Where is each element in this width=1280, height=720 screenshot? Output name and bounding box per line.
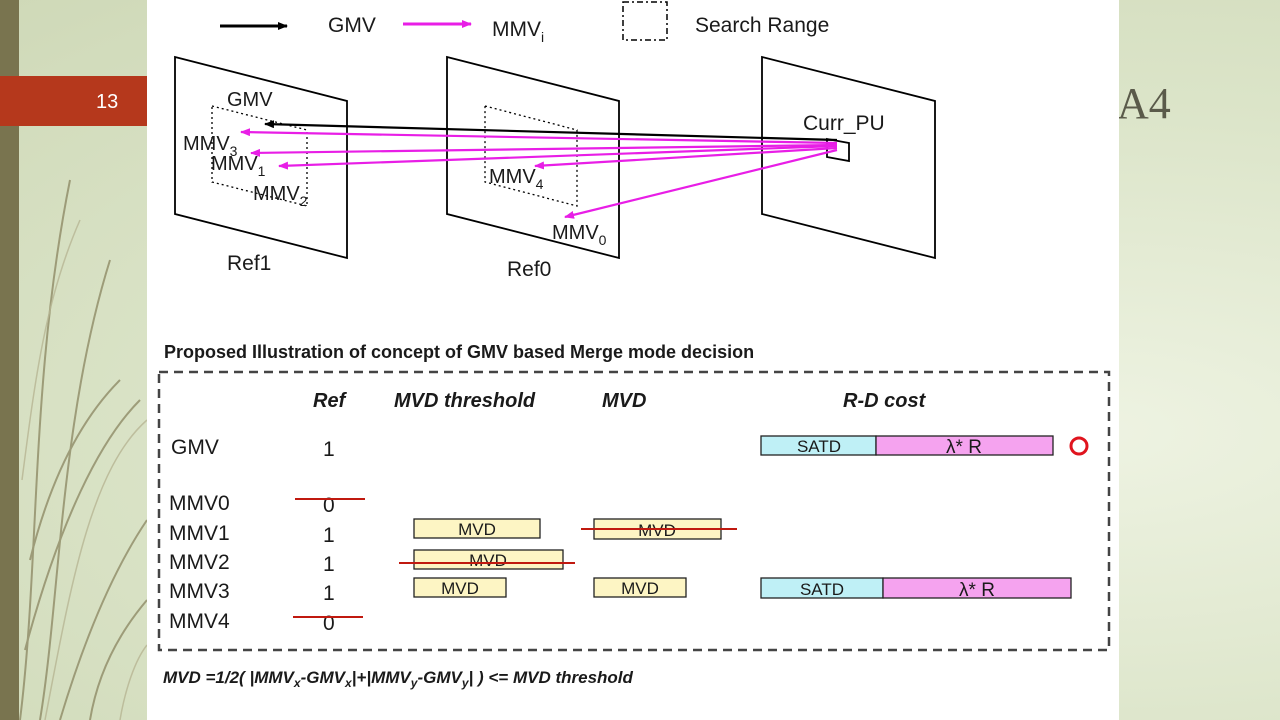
- legend-search-range-label: Search Range: [695, 14, 829, 37]
- legend-search-range-box: [622, 1, 668, 41]
- frame-ref1-label: Ref1: [227, 252, 271, 275]
- mmv0-arrow: [564, 148, 838, 219]
- rd-lambda-gmv: [875, 435, 1054, 456]
- threshold-box-mmv3: [413, 577, 507, 598]
- mmv3-arrow: [240, 128, 838, 145]
- gmv-arrow: [264, 120, 838, 142]
- row-name-mmv2: MMV2: [169, 551, 230, 574]
- frame-ref0: [446, 55, 620, 260]
- legend: GMV MMVi Search Range: [220, 1, 829, 45]
- threshold-box-mmv1-label: MVD: [458, 520, 496, 539]
- row-ref-mmv1: 1: [323, 524, 335, 547]
- mvd-formula: MVD =1/2( |MMVx-GMVx|+|MMVy-GMVy| ) <= M…: [163, 668, 634, 690]
- mmv4-arrow: [534, 146, 838, 170]
- threshold-box-mmv2: [413, 549, 564, 570]
- mvd-box-mmv1-label: MVD: [638, 521, 676, 540]
- row-ref-gmv: 1: [323, 438, 335, 461]
- row-name-mmv0: MMV0: [169, 492, 230, 515]
- slide-number: 13: [96, 91, 119, 113]
- reference-frames: Ref1 Ref0 Curr_PU: [174, 55, 936, 281]
- slide-title-fragment: A4: [1117, 79, 1171, 128]
- gmv-merge-diagram: GMV MMVi Search Range Ref1 Ref0 Curr_PU: [157, 1, 1111, 690]
- legend-gmv-label: GMV: [328, 14, 376, 37]
- vector-label-gmv: GMV: [227, 89, 273, 111]
- motion-vectors: GMV MMV3 MMV1 MMV2 MMV4 MMV0: [183, 89, 838, 248]
- rd-lambda-mmv3: [882, 577, 1072, 599]
- table-caption: Proposed Illustration of concept of GMV …: [164, 342, 754, 362]
- row-ref-mmv3: 1: [323, 582, 335, 605]
- vector-label-mmv3: MMV3: [183, 133, 238, 159]
- mmv2-arrow: [278, 144, 838, 170]
- row-name-mmv3: MMV3: [169, 580, 230, 603]
- header-rd-cost: R-D cost: [843, 390, 927, 412]
- row-name-mmv1: MMV1: [169, 522, 230, 545]
- table-rows: GMV 1 MMV0 0 MMV1 1 MMV2 1 MMV3 1 MMV4 0: [169, 436, 365, 635]
- slide-number-tab: 13: [0, 76, 152, 126]
- rd-cost-bars: SATD λ* R SATD λ* R: [760, 435, 1089, 601]
- row-ref-mmv2: 1: [323, 553, 335, 576]
- frame-ref1: [174, 55, 348, 260]
- threshold-box-mmv1: [413, 518, 541, 539]
- threshold-box-mmv3-label: MVD: [441, 579, 479, 598]
- selected-marker: [1069, 436, 1089, 456]
- decision-table-box: [157, 370, 1111, 652]
- vector-label-mmv1: MMV1: [211, 153, 266, 179]
- header-mvd: MVD: [602, 390, 646, 412]
- row-name-mmv4: MMV4: [169, 610, 230, 633]
- vector-label-mmv2: MMV2: [253, 183, 308, 209]
- rd-satd-mmv3-label: SATD: [800, 580, 844, 599]
- vector-label-mmv4: MMV4: [489, 166, 544, 192]
- header-ref: Ref: [313, 390, 348, 412]
- frame-ref0-label: Ref0: [507, 258, 551, 281]
- threshold-box-mmv2-label: MVD: [469, 551, 507, 570]
- rd-satd-gmv-label: SATD: [797, 437, 841, 456]
- slide-left-bar: [0, 0, 19, 720]
- table-headers: Ref MVD threshold MVD R-D cost: [313, 390, 927, 412]
- legend-mmv-label: MMVi: [492, 18, 544, 45]
- row-ref-mmv0: 0: [323, 494, 335, 517]
- mvd-box-mmv3-label: MVD: [621, 579, 659, 598]
- search-range-ref1: [211, 105, 308, 207]
- rd-lambda-gmv-label: λ* R: [946, 437, 982, 458]
- figure-panel: GMV MMVi Search Range Ref1 Ref0 Curr_PU: [147, 0, 1119, 720]
- row-ref-mmv4: 0: [323, 612, 335, 635]
- vector-label-mmv0: MMV0: [552, 222, 607, 248]
- rd-lambda-mmv3-label: λ* R: [959, 580, 995, 601]
- mvd-box-mmv3: [593, 577, 687, 598]
- curr-pu-label: Curr_PU: [803, 112, 885, 135]
- search-range-ref0: [484, 105, 578, 207]
- row-name-gmv: GMV: [171, 436, 219, 459]
- frame-current: [761, 55, 936, 260]
- mvd-boxes: MVD MVD: [581, 518, 737, 598]
- header-mvd-threshold: MVD threshold: [394, 390, 536, 412]
- mmv1-arrow: [250, 143, 838, 157]
- mvd-threshold-boxes: MVD MVD MVD: [399, 518, 575, 598]
